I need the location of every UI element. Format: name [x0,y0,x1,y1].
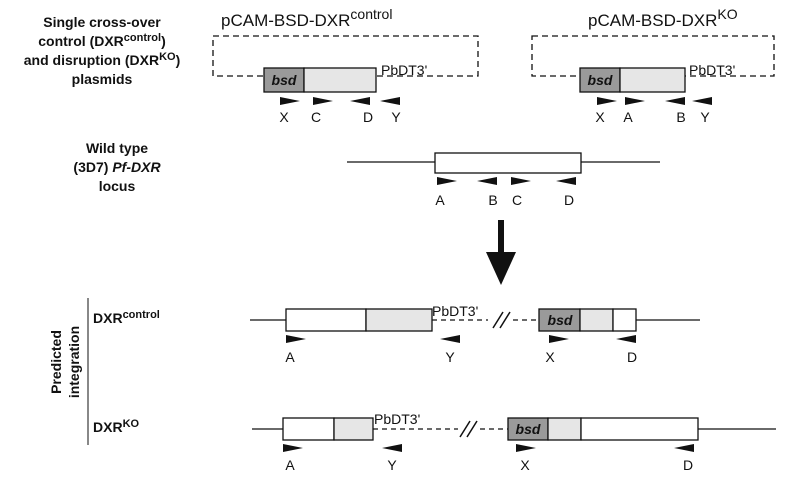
primer-c-forward-icon [313,97,333,105]
control-insert-box [365,308,433,332]
plasmids-label: Single cross-over control (DXRcontrol) a… [24,14,181,87]
primer-label-y: Y [445,349,455,365]
primer-label-d: D [363,109,373,125]
control-plasmid-backbone [212,35,479,77]
primer-y-reverse-icon [440,335,460,343]
wildtype-label-line1: Wild type [86,140,148,156]
primer-c-forward-icon [511,177,531,185]
ko-5prime-box [282,417,335,441]
ko-terminator-label: PbDT3' [689,62,735,78]
control-3prime-gene-box [612,308,637,332]
control-bsd-box [263,67,305,93]
primer-label-x: X [545,349,555,365]
ko-3prime-insert-box [547,417,582,441]
primer-a-forward-icon [625,97,645,105]
predicted-integration-label: Predicted integration [48,298,89,445]
primer-a-forward-icon [283,444,303,452]
primer-d-reverse-icon [556,177,576,185]
primer-a-forward-icon [437,177,457,185]
ko-bsd-label: bsd [588,72,613,88]
control-bsd-label: bsd [548,312,573,328]
control-integration-label: DXRcontrol [93,309,160,326]
control-bsd-label: bsd [272,72,297,88]
ko-integration-label: DXRKO [93,418,140,435]
primer-x-forward-icon [597,97,617,105]
wildtype-locus: A B C D [347,152,660,208]
primer-x-forward-icon [516,444,536,452]
primer-y-reverse-icon [380,97,400,105]
control-terminator-label: PbDT3' [381,62,427,78]
ko-terminator-label: PbDT3' [374,411,420,427]
primer-a-forward-icon [286,335,306,343]
plasmids-label-line4: plasmids [72,71,133,87]
plasmids-label-line2: control (DXRcontrol) [38,32,166,49]
control-plasmid-title: pCAM-BSD-DXRcontrol [221,6,392,30]
primer-label-x: X [595,109,605,125]
primer-label-y: Y [700,109,710,125]
primer-d-reverse-icon [616,335,636,343]
primer-label-b: B [488,192,497,208]
ko-break-double-slash-icon [459,420,478,438]
primer-label-d: D [564,192,574,208]
control-terminator-label: PbDT3' [432,303,478,319]
primer-label-c: C [512,192,522,208]
predicted-label-line2: integration [66,326,82,398]
primer-label-a: A [285,457,295,473]
plasmids-label-line1: Single cross-over [43,14,161,30]
ko-integration: DXRKO PbDT3' bsd A Y X D [93,411,776,473]
ko-bsd-label: bsd [516,421,541,437]
primer-label-x: X [279,109,289,125]
ko-insert-box [619,67,686,93]
primer-label-y: Y [387,457,397,473]
primer-label-a: A [623,109,633,125]
plasmids-label-line3: and disruption (DXRKO) [24,51,181,68]
control-plasmid: pCAM-BSD-DXRcontrol bsd PbDT3' X C D Y [212,6,479,125]
primer-b-reverse-icon [665,97,685,105]
predicted-label-line1: Predicted [48,330,64,394]
primer-label-x: X [520,457,530,473]
primer-y-reverse-icon [382,444,402,452]
primer-label-y: Y [391,109,401,125]
primer-x-forward-icon [549,335,569,343]
primer-label-b: B [676,109,685,125]
primer-label-d: D [627,349,637,365]
primer-label-a: A [285,349,295,365]
wildtype-label-line3: locus [99,178,136,194]
wildtype-gene-box [434,152,582,174]
ko-bsd-box [579,67,621,93]
control-integration: DXRcontrol PbDT3' bsd A Y X D [93,303,700,365]
control-insert-box [303,67,377,93]
wildtype-label-line2: (3D7) Pf-DXR [73,159,161,175]
ko-plasmid-title: pCAM-BSD-DXRKO [588,6,738,30]
primer-label-c: C [311,109,321,125]
integration-arrow-down-icon [486,220,516,285]
primer-b-reverse-icon [477,177,497,185]
primer-y-reverse-icon [692,97,712,105]
control-break-double-slash-icon [492,311,511,329]
ko-3prime-gene-box [580,417,699,441]
control-3prime-insert-box [579,308,614,332]
control-5prime-box [285,308,367,332]
primer-d-reverse-icon [674,444,694,452]
ko-plasmid: pCAM-BSD-DXRKO bsd PbDT3' X A B Y [531,6,775,125]
primer-label-d: D [683,457,693,473]
primer-label-a: A [435,192,445,208]
primer-x-forward-icon [280,97,300,105]
ko-insert-box [333,417,374,441]
wildtype-label: Wild type (3D7) Pf-DXR locus [73,140,161,194]
primer-d-reverse-icon [350,97,370,105]
